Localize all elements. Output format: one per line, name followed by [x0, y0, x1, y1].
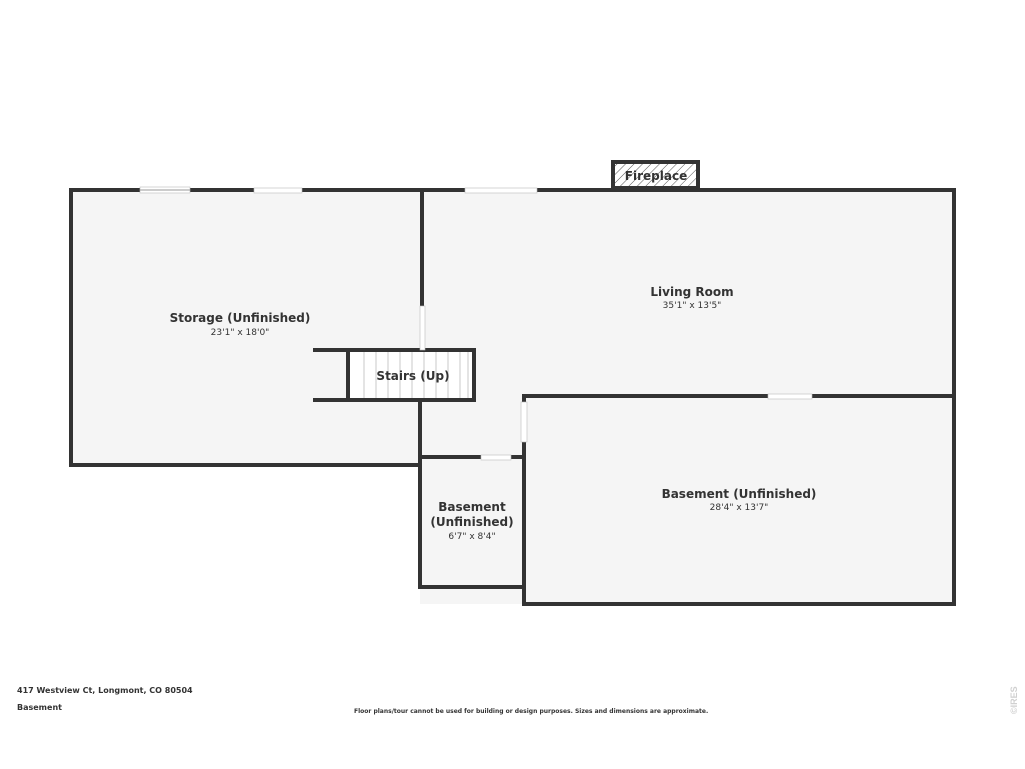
floor-fill [71, 190, 954, 604]
basement-large-dims: 28'4" x 13'7" [710, 503, 769, 513]
walls [69, 188, 956, 606]
window-living [464, 187, 538, 194]
basement-large-name: Basement (Unfinished) [662, 487, 817, 501]
fireplace [611, 160, 700, 190]
fireplace-label: Fireplace [625, 169, 687, 183]
door-storage-living [419, 305, 426, 351]
living-room-name: Living Room [650, 285, 733, 299]
openings [139, 186, 813, 461]
disclaimer-text: Floor plans/tour cannot be used for buil… [354, 708, 709, 715]
door-living-basement [767, 393, 813, 400]
basement-small-name-line1: Basement [438, 500, 506, 514]
door-hall-basement-large [520, 401, 528, 443]
living-room-dims: 35'1" x 13'5" [663, 301, 722, 311]
stairs [350, 352, 472, 398]
window-storage-2 [253, 187, 303, 194]
floor-level-label: Basement [17, 703, 62, 712]
watermark-logo: ©IRES [1009, 686, 1019, 714]
storage-room-dims: 23'1" x 18'0" [211, 328, 270, 338]
basement-small-dims: 6'7" x 8'4" [448, 532, 495, 542]
basement-small-name-line2: (Unfinished) [430, 515, 513, 529]
storage-room-name: Storage (Unfinished) [170, 311, 311, 325]
watermark-text: ©IRES [1009, 686, 1019, 714]
stairs-label: Stairs (Up) [376, 369, 449, 383]
property-address: 417 Westview Ct, Longmont, CO 80504 [17, 686, 193, 695]
door-hall-basement-small [480, 454, 512, 461]
